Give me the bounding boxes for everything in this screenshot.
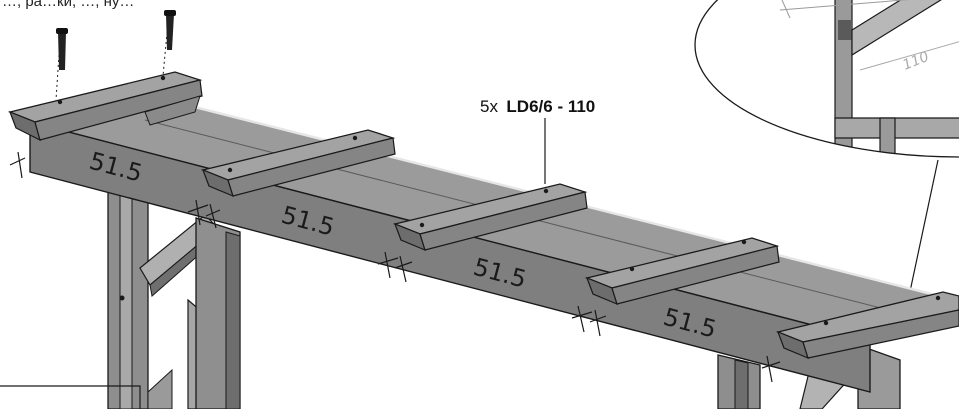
screw-1 [55, 28, 68, 101]
rafter-1 [7, 71, 203, 142]
rafter-4 [584, 237, 780, 306]
rafter-5 [775, 291, 959, 360]
dimension-ticks [9, 151, 781, 383]
part-code: LD6/6 - 110 [506, 97, 595, 116]
rafter-3 [392, 183, 588, 252]
screw-2 [162, 10, 176, 77]
part-label: 5x LD6/6 - 110 [480, 97, 595, 116]
post-left [107, 169, 241, 409]
bottom-leader-line [0, 385, 141, 409]
top-caption: …, ра…ки, …, ну… [2, 0, 135, 10]
part-quantity: 5x [480, 97, 498, 116]
rafter-2 [200, 129, 396, 198]
